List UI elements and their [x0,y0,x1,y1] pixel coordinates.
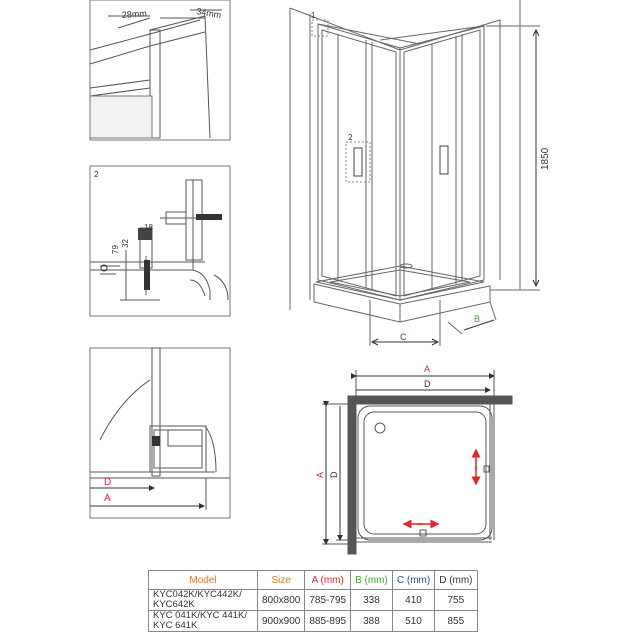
row-d: 855 [434,610,478,632]
row-size: 800x800 [256,589,306,611]
callout-1-box [311,19,329,37]
dim-c-left-tick [370,338,379,346]
header-c: C (mm) [391,570,436,590]
dim-28mm: 28mm [121,8,147,20]
table-row: KYC 041K/KYC 441K/ KYC 641K 900x900 885-… [148,610,478,632]
header-a: A (mm) [304,570,352,590]
handle-left-icon [353,147,363,177]
row-d: 755 [434,589,478,611]
callout-1: 1 [311,11,316,20]
dim-c-label: C [400,332,407,342]
top-screw-icon [196,214,222,220]
header-d: D (mm) [434,570,478,590]
spec-table-header: Model Size A (mm) B (mm) C (mm) D (mm) [148,570,478,590]
row-model: KYC 041K/KYC 441K/ KYC 641K [148,610,258,632]
dim-b-label: B [474,314,480,324]
detail-3-section [89,347,231,519]
highlight-box-icon [138,228,152,240]
row-model-line1: KYC042K/KYC442K/ [153,589,242,600]
plan-dim-d-side-label: D [329,471,339,478]
spec-table: Model Size A (mm) B (mm) C (mm) D (mm) K… [148,570,478,632]
row-b: 338 [350,589,393,611]
row-b: 388 [350,610,393,632]
row-a: 885-895 [304,610,352,632]
row-model: KYC042K/KYC442K/ KYC642K [148,589,258,611]
row-size: 900x900 [256,610,306,632]
dim-b-line [463,319,495,331]
dim-79: 79 [111,245,120,254]
row-model-line2: KYC 641K [153,620,198,631]
detail-2-number: 2 [94,170,99,179]
enclosure-elevation [289,0,540,346]
header-b: B (mm) [350,570,393,590]
dim-32: 32 [121,239,130,248]
plan-dim-d-top-label: D [424,379,431,389]
dim-34mm: 34mm [196,6,222,20]
detail-2-guide [89,165,231,317]
guide-screw-icon [144,260,150,290]
table-row: KYC042K/KYC442K/ KYC642K 800x800 785-795… [148,589,478,611]
plan-dim-a-side-label: A [315,472,325,478]
header-model: Model [148,570,258,590]
dim-c-right-tick [431,338,440,346]
row-c: 410 [391,589,436,611]
height-dim-bottom-tick [532,279,540,288]
roller-icon [100,264,108,272]
dim-d-label: D [104,477,111,488]
callout-2: 2 [348,133,353,142]
callout-2-box [345,141,371,183]
height-dim-top-tick [532,28,540,37]
dim-a-label: A [104,493,111,504]
clip-icon [152,436,160,446]
height-dim-label: 1850 [540,147,551,170]
plan-view [322,370,513,555]
plan-dim-a-top-label: A [424,364,430,374]
row-c: 510 [391,610,436,632]
row-a: 785-795 [304,589,352,611]
handle-right-icon [439,145,449,175]
header-size: Size [256,570,306,590]
row-model-line2: KYC642K [153,599,195,610]
detail-1-profile [89,0,231,141]
dim-18: 18 [144,223,153,232]
row-model-line1: KYC 041K/KYC 441K/ [153,610,247,621]
